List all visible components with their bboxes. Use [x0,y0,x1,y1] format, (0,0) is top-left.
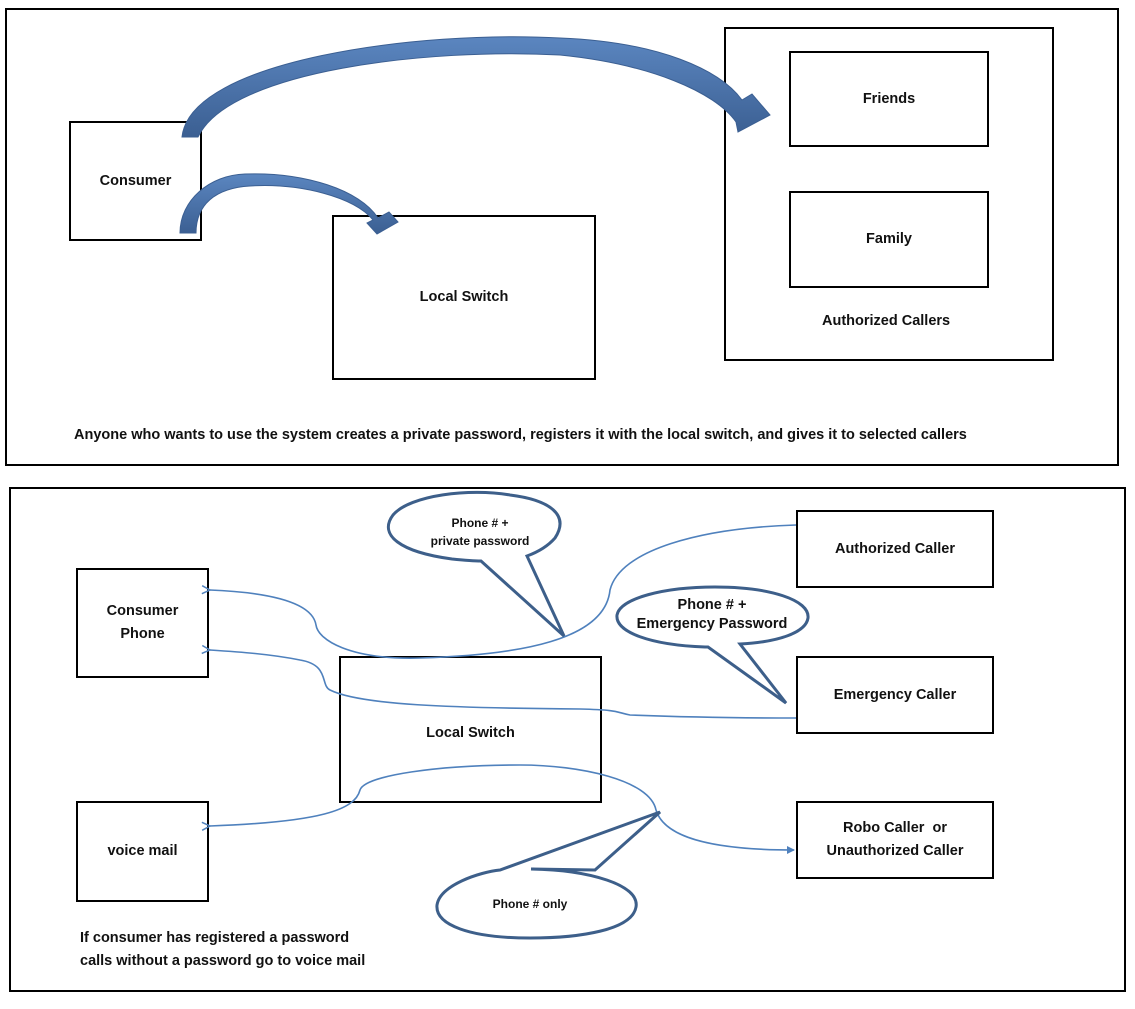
callout-emergency-line1: Phone # + [677,597,747,613]
emergency-caller-label: Emergency Caller [833,686,957,703]
consumer-phone-label-line2: Phone [120,626,165,642]
bottom-caption-line2: calls without a password go to voice mai… [80,953,366,969]
friends-box: Friends [789,51,989,147]
connector-emergency-to-consumer-phone [210,650,797,719]
authorized-caller-box: Authorized Caller [796,510,994,588]
robo-caller-label-line1: Robo Caller or [843,820,947,836]
local-switch-box: Local Switch [332,215,596,380]
authorized-callers-label: Authorized Callers [822,313,951,329]
callout-emergency-password [615,585,810,705]
family-box: Family [789,191,989,288]
bottom-caption-line1: If consumer has registered a password [80,930,350,946]
small-arrow-consumer-to-switch [179,173,399,235]
family-label: Family [866,231,912,247]
connector-authorized-to-consumer-phone [210,524,797,659]
voice-mail-box: voice mail [76,801,209,902]
emergency-caller-box: Emergency Caller [796,656,994,734]
consumer-phone-label-line1: Consumer [106,603,179,619]
local-switch-box-bottom: Local Switch [339,656,602,803]
bottom-caption: If consumer has registered a password ca… [80,927,365,973]
callout-private-text: Phone # + private password [400,514,560,550]
friends-label: Friends [862,90,916,107]
local-switch-label-bottom: Local Switch [426,725,515,741]
connector-robo-to-voice-mail [210,764,657,826]
callout-private-line2: private password [430,534,530,548]
callout-phone-only-text: Phone # only [492,897,568,911]
consumer-label: Consumer [99,172,172,189]
voice-mail-label: voice mail [107,843,178,859]
top-caption: Anyone who wants to use the system creat… [74,427,967,443]
consumer-phone-box: Consumer Phone [76,568,209,678]
callout-emergency-text: Phone # + Emergency Password [617,596,807,634]
authorized-caller-label: Authorized Caller [834,540,956,557]
callout-phone-only [435,810,661,940]
callout-private-line1: Phone # + [451,516,509,530]
local-switch-label: Local Switch [419,289,509,305]
robo-caller-label-line2: Unauthorized Caller [826,843,964,859]
consumer-box: Consumer [69,121,202,241]
callout-private-password [386,490,566,638]
big-arrow-consumer-to-friends [181,36,771,138]
callout-emergency-line2: Emergency Password [636,616,788,632]
robo-caller-box: Robo Caller or Unauthorized Caller [796,801,994,879]
connector-to-robo-caller [655,809,795,854]
